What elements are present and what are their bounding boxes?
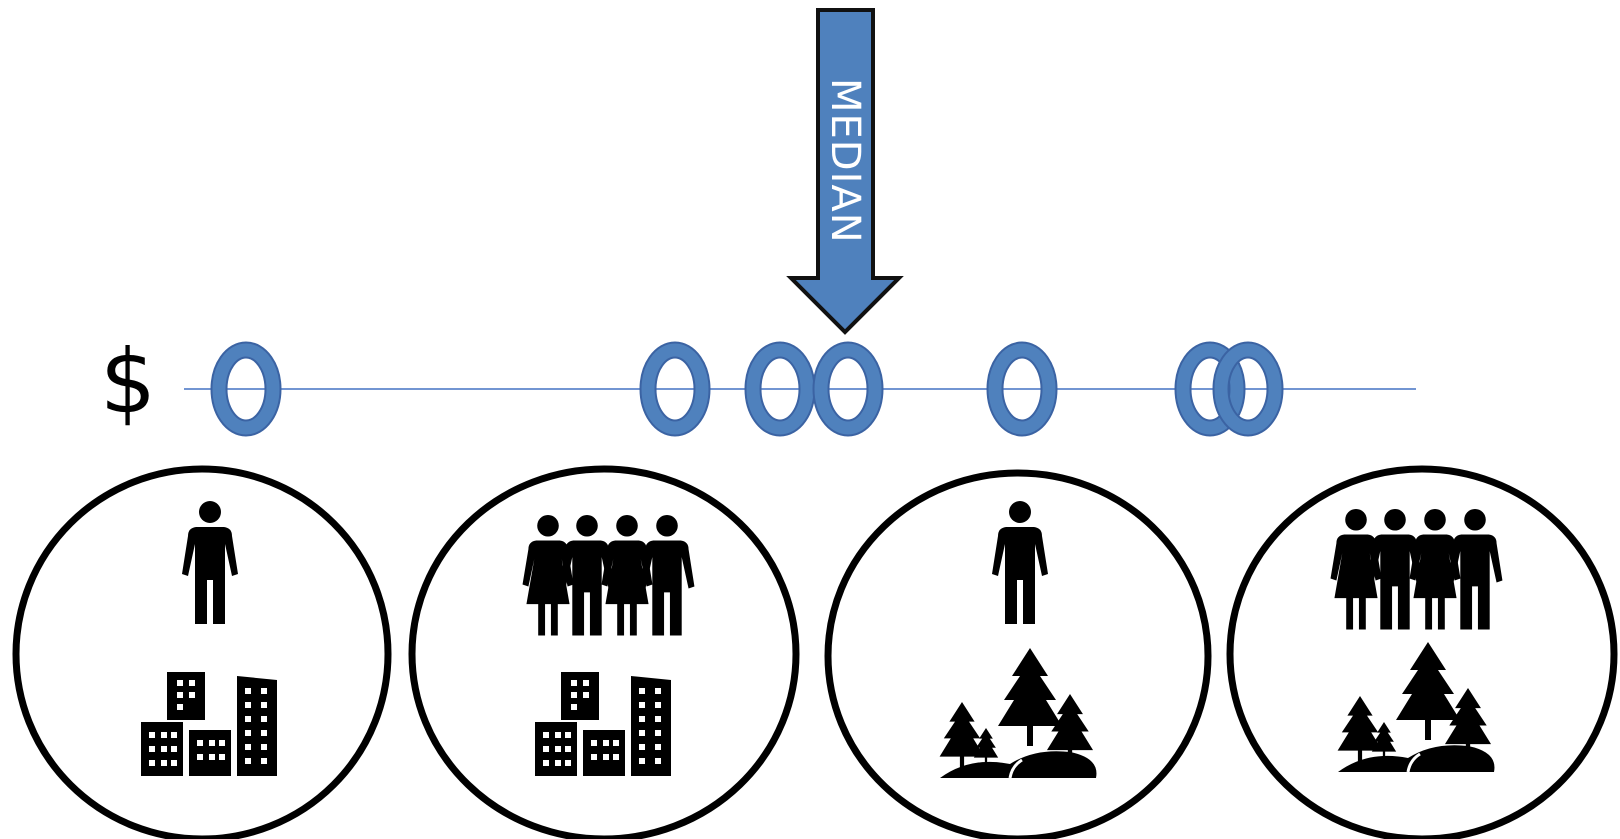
income-marker-ring [1176,343,1244,435]
income-marker-ring [988,343,1056,435]
income-marker-ring [641,343,709,435]
household-family-city [408,465,800,839]
household-family-forest [1226,465,1618,839]
income-marker-ring [814,343,882,435]
income-marker-ring [1214,343,1282,435]
currency-symbol: $ [100,330,156,433]
median-arrow: MEDIAN [786,8,904,335]
household-single-forest [824,469,1212,839]
household-single-city [12,465,392,839]
income-marker-ring [212,343,280,435]
median-label: MEDIAN [822,78,868,244]
income-marker-ring [746,343,814,435]
